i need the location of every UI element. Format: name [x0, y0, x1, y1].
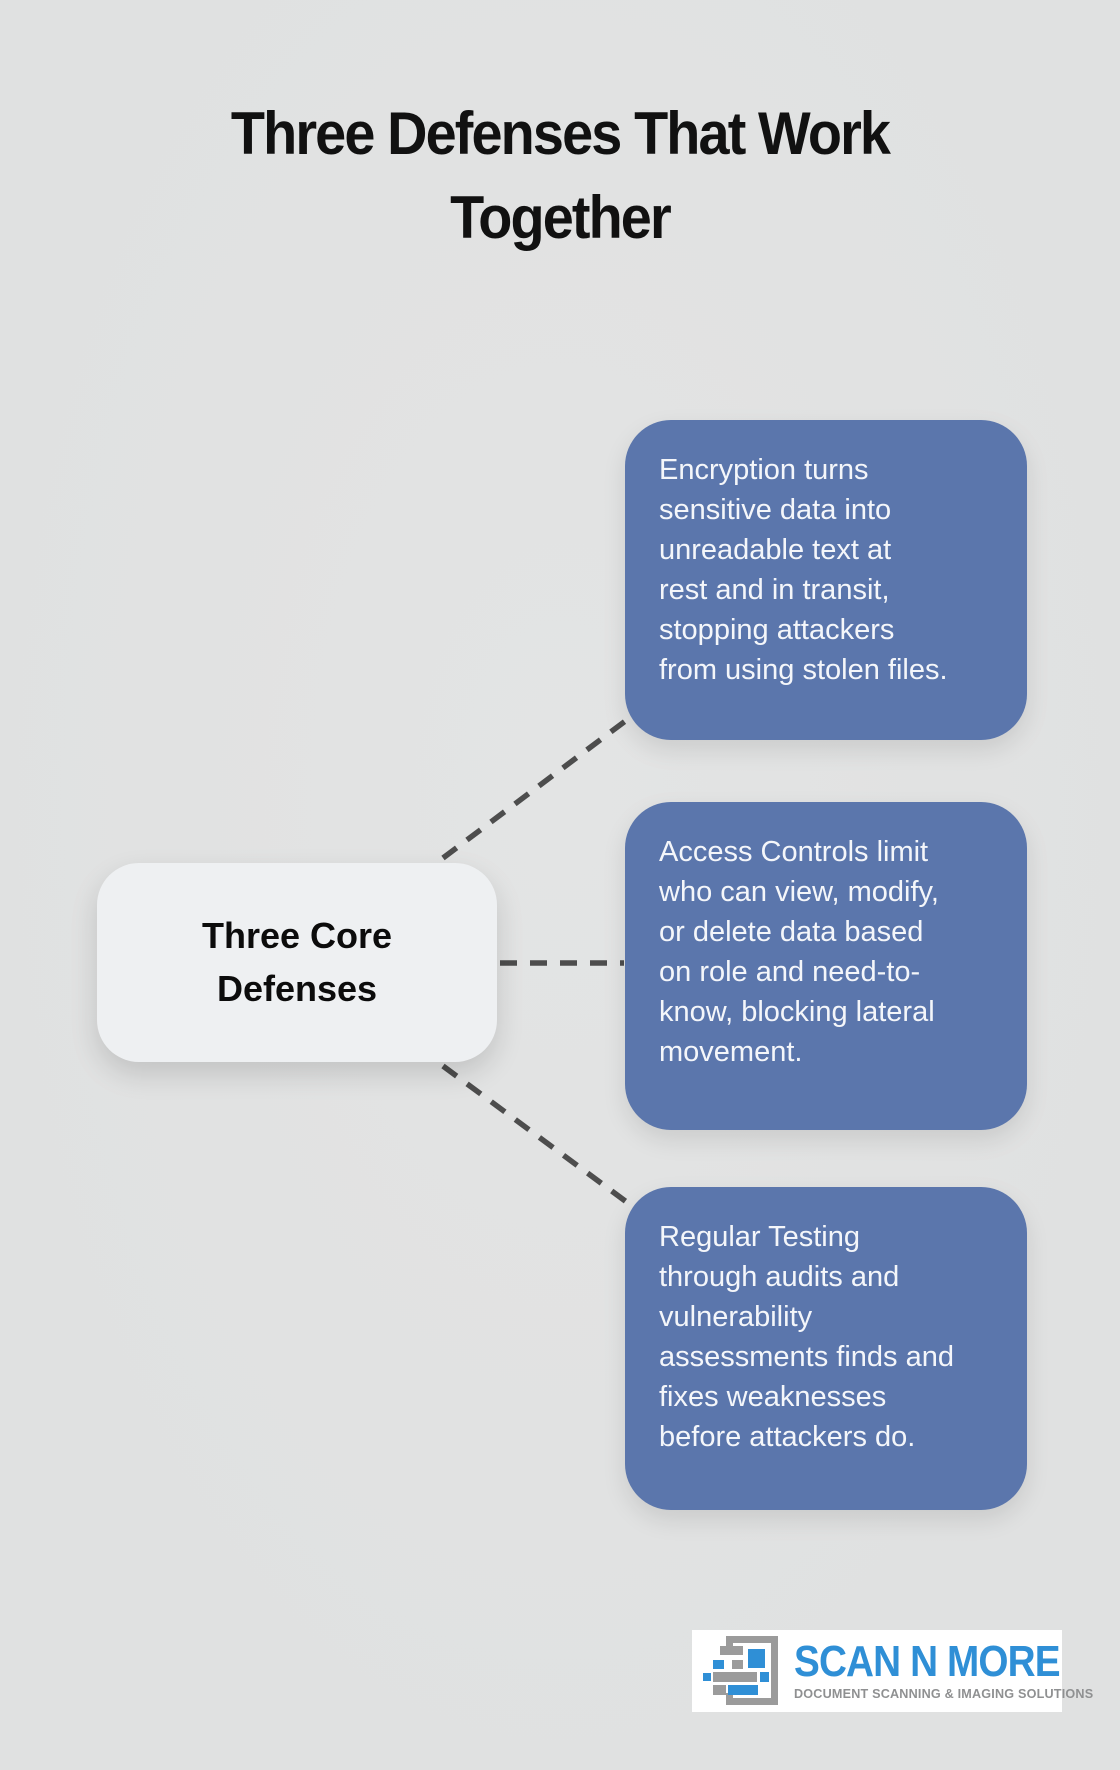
defense-card-access-controls-text: Access Controls limit who can view, modi… [659, 836, 939, 1068]
defense-card-encryption-text: Encryption turns sensitive data into unr… [659, 454, 948, 686]
connector-bottom [441, 1063, 634, 1209]
center-node: Three Core Defenses [97, 863, 497, 1062]
defense-card-access-controls: Access Controls limit who can view, modi… [625, 802, 1027, 1130]
logo-name: SCAN N MORE [794, 1637, 1061, 1687]
connector-top [441, 713, 634, 861]
scan-n-more-logo: SCAN N MORE DOCUMENT SCANNING & IMAGING … [692, 1630, 1093, 1712]
defense-card-encryption: Encryption turns sensitive data into unr… [625, 420, 1027, 740]
center-node-label: Three Core Defenses [201, 915, 393, 1009]
page-title: Three Defenses That Work Together [230, 100, 891, 251]
logo-tagline: DOCUMENT SCANNING & IMAGING SOLUTIONS [794, 1686, 1094, 1702]
logo-text: SCAN N MORE DOCUMENT SCANNING & IMAGING … [794, 1640, 1103, 1701]
document-scan-icon [702, 1634, 782, 1708]
defense-card-regular-testing-text: Regular Testing through audits and vulne… [659, 1221, 954, 1453]
defense-card-regular-testing: Regular Testing through audits and vulne… [625, 1187, 1027, 1510]
